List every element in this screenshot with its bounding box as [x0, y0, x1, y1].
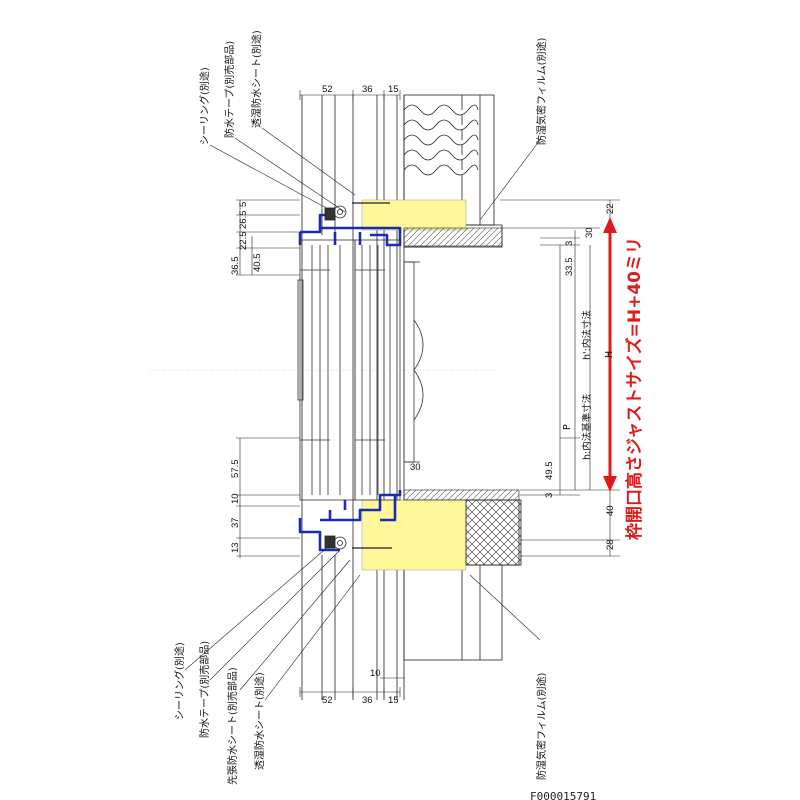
callout-waterproof-tape-top: 防水テープ(別売部品): [223, 41, 236, 138]
label-h-prime: h':内法寸法: [581, 310, 593, 360]
dim-right-33_5: 33.5: [564, 258, 575, 277]
label-h: h:内法基準寸法: [581, 394, 593, 460]
dim-top-15: 15: [388, 84, 399, 95]
leader-lines: [184, 127, 541, 701]
dim-right-30-top: 30: [584, 227, 595, 238]
red-height-arrow: [603, 217, 617, 492]
hatched-head: [403, 227, 503, 247]
highlight-block-top: [361, 199, 467, 231]
callout-sealing-top: シーリング(別途): [198, 67, 211, 145]
dim-bottom-36: 36: [362, 695, 373, 706]
dim-sill-30: 30: [410, 462, 421, 473]
dim-right-40: 40: [605, 505, 616, 516]
dim-bottom-15: 15: [388, 695, 399, 706]
screws: [352, 202, 392, 549]
dim-left-57_5: 57.5: [230, 460, 241, 479]
dim-left-10: 10: [230, 493, 241, 504]
callout-vapor-film-bottom: 防湿気密フィルム(別途): [535, 672, 548, 780]
label-H: H: [604, 351, 615, 358]
sealant: [324, 205, 347, 550]
dim-right-3-top: 3: [564, 241, 575, 246]
hatched-block: [465, 499, 522, 566]
label-P: P: [562, 424, 573, 430]
dim-left-37: 37: [230, 517, 241, 528]
callout-breathable-sheet-bottom: 透湿防水シート(別途): [253, 672, 266, 770]
dim-right-3-bottom: 3: [544, 493, 555, 498]
wall-structure: [301, 94, 520, 700]
dim-left-22_5: 22.5: [238, 232, 249, 251]
drawing-id: F000015791: [530, 790, 596, 800]
callout-pre-sheet-bottom: 先張防水シート(別売部品): [226, 667, 239, 785]
dim-top-52: 52: [322, 84, 333, 95]
callout-vapor-film-top: 防湿気密フィルム(別途): [535, 37, 548, 145]
dim-left-40_5: 40.5: [252, 254, 263, 273]
dim-left-13: 13: [230, 542, 241, 553]
dim-left-36_5: 36.5: [230, 257, 241, 276]
insulation-top: [403, 104, 479, 176]
callout-sealing-bottom: シーリング(別途): [173, 642, 186, 720]
dim-right-22: 22: [605, 203, 616, 214]
hatched-sill: [403, 489, 520, 501]
callout-waterproof-tape-bottom: 防水テープ(別売部品): [198, 641, 211, 738]
dimension-lines: [236, 90, 620, 697]
dim-left-26_5: 26.5: [238, 211, 249, 230]
dim-bottom-52: 52: [322, 695, 333, 706]
dim-top-36: 36: [362, 84, 373, 95]
dim-bottom-10: 10: [370, 668, 381, 679]
dim-right-28: 28: [605, 539, 616, 550]
callout-breathable-sheet-top: 透湿防水シート(別途): [250, 30, 263, 128]
dim-right-49_5: 49.5: [544, 462, 555, 481]
red-note-frame-opening: 枠開口高さジャストサイズ=H+40ミリ: [624, 237, 645, 540]
dim-left-5: 5: [238, 202, 249, 207]
